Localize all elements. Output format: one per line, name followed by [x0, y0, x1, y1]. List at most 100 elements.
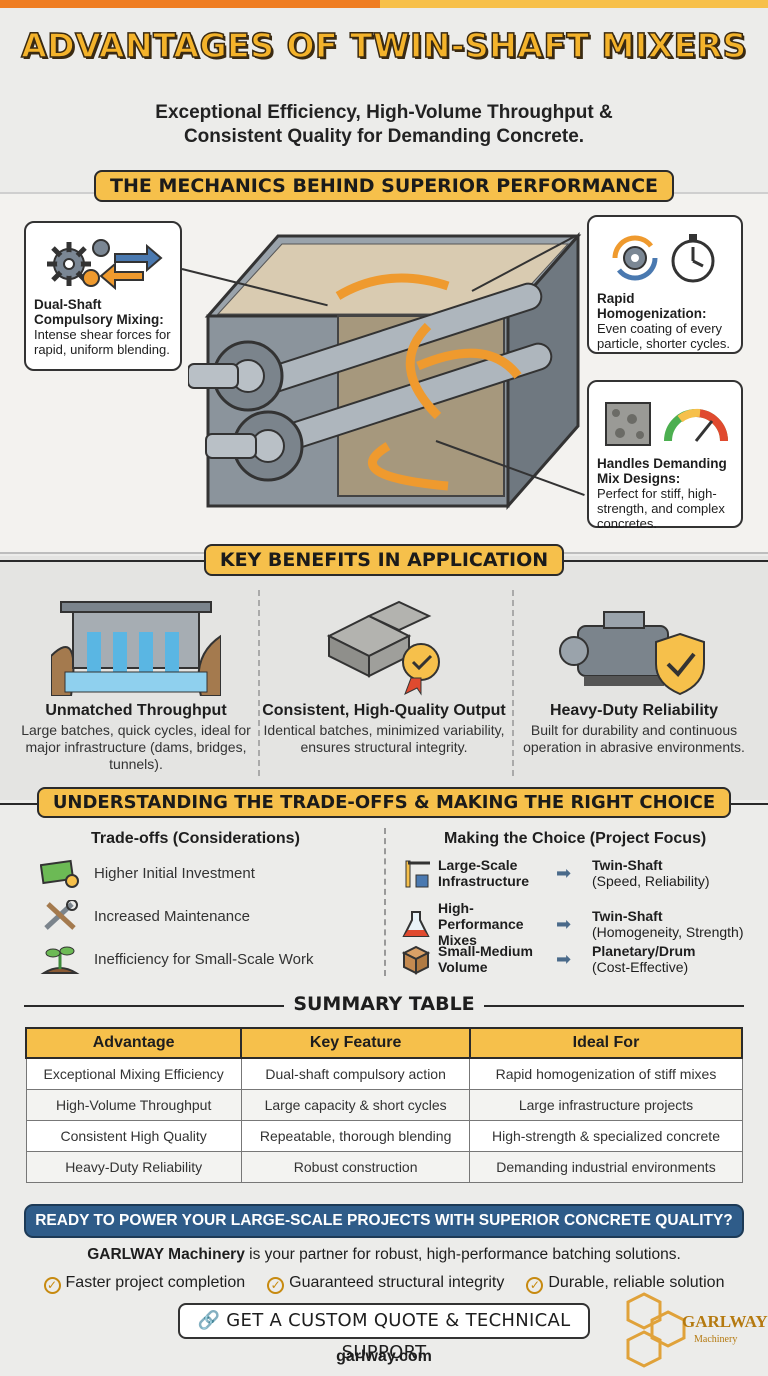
- aggregate-gauge-icon: [597, 390, 733, 456]
- benefit-reliability-text: Built for durability and continuous oper…: [523, 722, 745, 755]
- choice-small-medium-label: Small-Medium Volume: [438, 943, 533, 975]
- tradeoff-maintenance-label: Increased Maintenance: [94, 907, 250, 925]
- check-item: ✓Durable, reliable solution: [526, 1274, 724, 1294]
- callout-mix-designs-text: Perfect for stiff, high-strength, and co…: [597, 486, 725, 531]
- tradeoff-maintenance: Increased Maintenance: [40, 900, 250, 932]
- page-subtitle: Exceptional Efficiency, High-Volume Thro…: [0, 101, 768, 149]
- twin-shaft-mixer-illustration: [188, 232, 582, 510]
- choice-small-medium-type: Planetary/Drum: [592, 943, 696, 959]
- tradeoffs-right-title: Making the Choice (Project Focus): [444, 830, 707, 847]
- tradeoff-small-scale: Inefficiency for Small-Scale Work: [40, 943, 314, 975]
- page-title: ADVANTAGES OF TWIN-SHAFT MIXERS: [20, 25, 747, 66]
- arrow-right-icon: ➡: [556, 863, 572, 883]
- table-cell: Heavy-Duty Reliability: [25, 1150, 242, 1183]
- cta-checklist: ✓Faster project completion ✓Guaranteed s…: [0, 1274, 768, 1294]
- benefit-divider-2: [512, 590, 514, 776]
- mechanics-banner: THE MECHANICS BEHIND SUPERIOR PERFORMANC…: [0, 170, 768, 202]
- table-cell: Dual-shaft compulsory action: [240, 1057, 471, 1090]
- callout-mix-designs: Handles Demanding Mix Designs: Perfect f…: [587, 380, 743, 531]
- choice-large-scale-result: Twin-Shaft(Speed, Reliability): [592, 857, 710, 889]
- table-cell: Repeatable, thorough blending: [240, 1119, 471, 1152]
- check-icon: ✓: [267, 1277, 285, 1294]
- column-header: Advantage: [24, 1027, 243, 1059]
- summary-table: Advantage Key Feature Ideal For Exceptio…: [24, 1027, 744, 1183]
- tradeoffs-heading: UNDERSTANDING THE TRADE-OFFS & MAKING TH…: [36, 787, 732, 818]
- callout-mix-designs-title: Handles Demanding Mix Designs:: [597, 456, 727, 486]
- tradeoff-divider: [384, 828, 386, 976]
- summary-heading: SUMMARY TABLE: [293, 993, 475, 1015]
- table-cell: Rapid homogenization of stiff mixes: [469, 1057, 743, 1090]
- check-icon: ✓: [43, 1277, 61, 1294]
- link-icon: 🔗: [197, 1310, 221, 1331]
- gears-arrows-icon: [34, 231, 172, 297]
- top-stripe: [0, 0, 768, 8]
- callout-dual-shaft-text: Intense shear forces for rapid, uniform …: [34, 327, 171, 357]
- table-cell: Demanding industrial environments: [469, 1150, 743, 1183]
- benefit-quality: Consistent, High-Quality Output Identica…: [256, 594, 512, 756]
- logo-name: GARLWAY: [682, 1312, 768, 1331]
- benefit-throughput-text: Large batches, quick cycles, ideal for m…: [21, 722, 251, 772]
- choice-large-scale: Large-Scale Infrastructure ➡ Twin-Shaft(…: [400, 857, 710, 889]
- check-item-label: Faster project completion: [65, 1274, 246, 1291]
- benefit-quality-text: Identical batches, minimized variability…: [263, 722, 505, 755]
- summary-rule-right: [484, 1005, 744, 1007]
- choice-high-performance-label: High-Performance Mixes: [438, 900, 524, 948]
- check-item: ✓Guaranteed structural integrity: [267, 1274, 504, 1294]
- benefits-heading: KEY BENEFITS IN APPLICATION: [203, 544, 565, 576]
- choice-small-medium-note: (Cost-Effective): [592, 959, 689, 975]
- table-cell: Large capacity & short cycles: [240, 1088, 471, 1121]
- quote-button-label: GET A CUSTOM QUOTE & TECHNICAL SUPPORT: [226, 1310, 571, 1363]
- table-cell: Robust construction: [240, 1150, 471, 1183]
- tradeoff-investment-label: Higher Initial Investment: [94, 864, 255, 882]
- benefit-reliability-title: Heavy-Duty Reliability: [549, 702, 719, 719]
- cta-description: is your partner for robust, high-perform…: [244, 1246, 681, 1263]
- choice-large-scale-label: Large-Scale Infrastructure: [438, 857, 530, 889]
- mechanics-heading: THE MECHANICS BEHIND SUPERIOR PERFORMANC…: [93, 170, 675, 202]
- callout-homogenization-title: Rapid Homogenization:: [597, 291, 707, 321]
- table-cell: High-Volume Throughput: [25, 1088, 242, 1121]
- cycle-stopwatch-icon: [597, 225, 733, 291]
- tradeoffs-banner: UNDERSTANDING THE TRADE-OFFS & MAKING TH…: [0, 787, 768, 818]
- choice-high-performance: High-Performance Mixes ➡ Twin-Shaft(Homo…: [400, 900, 743, 948]
- summary-rule-left: [24, 1005, 284, 1007]
- motor-shield-icon: [506, 594, 762, 698]
- table-header-row: Advantage Key Feature Ideal For: [24, 1027, 744, 1059]
- choice-large-scale-type: Twin-Shaft: [592, 857, 663, 873]
- choice-large-scale-note: (Speed, Reliability): [592, 873, 710, 889]
- choice-high-performance-type: Twin-Shaft: [592, 908, 663, 924]
- benefit-throughput: Unmatched Throughput Large batches, quic…: [8, 594, 264, 773]
- crane-icon: [405, 860, 430, 888]
- benefit-divider-1: [258, 590, 260, 776]
- cta-brand: GARLWAY Machinery: [87, 1246, 245, 1263]
- subtitle-line-1: Exceptional Efficiency, High-Volume Thro…: [155, 102, 613, 123]
- check-icon: ✓: [526, 1277, 544, 1294]
- quote-button[interactable]: 🔗 GET A CUSTOM QUOTE & TECHNICAL SUPPORT: [178, 1303, 590, 1363]
- check-item: ✓Faster project completion: [43, 1274, 246, 1294]
- garlway-logo: GARLWAY Machinery: [624, 1290, 768, 1370]
- choice-high-performance-note: (Homogeneity, Strength): [592, 924, 744, 940]
- arrow-right-icon: ➡: [556, 914, 572, 934]
- hexagon-logo-icon: [626, 1292, 686, 1368]
- choice-small-medium: Small-Medium Volume ➡ Planetary/Drum(Cos…: [400, 943, 695, 975]
- benefit-throughput-title: Unmatched Throughput: [45, 702, 227, 719]
- flask-icon: [402, 911, 430, 937]
- tradeoff-small-scale-label: Inefficiency for Small-Scale Work: [94, 950, 314, 968]
- benefits-banner: KEY BENEFITS IN APPLICATION: [0, 544, 768, 576]
- sprout-icon: [40, 946, 80, 974]
- tradeoff-investment: Higher Initial Investment: [40, 857, 255, 889]
- callout-homogenization: Rapid Homogenization: Even coating of ev…: [587, 215, 743, 354]
- summary-banner: SUMMARY TABLE: [0, 993, 768, 1015]
- cta-banner: READY TO POWER YOUR LARGE-SCALE PROJECTS…: [24, 1204, 744, 1238]
- table-cell: High-strength & specialized concrete: [469, 1119, 743, 1152]
- callout-dual-shaft-title: Dual-Shaft Compulsory Mixing:: [34, 297, 164, 327]
- callout-homogenization-text: Even coating of every particle, shorter …: [597, 321, 730, 351]
- column-header: Key Feature: [240, 1027, 471, 1059]
- column-header: Ideal For: [468, 1027, 744, 1059]
- choice-small-medium-result: Planetary/Drum(Cost-Effective): [592, 943, 695, 975]
- tools-icon: [44, 900, 78, 930]
- arrow-right-icon: ➡: [556, 949, 572, 969]
- website-link[interactable]: garlway.com: [336, 1348, 432, 1365]
- logo-subtitle: Machinery: [694, 1334, 738, 1345]
